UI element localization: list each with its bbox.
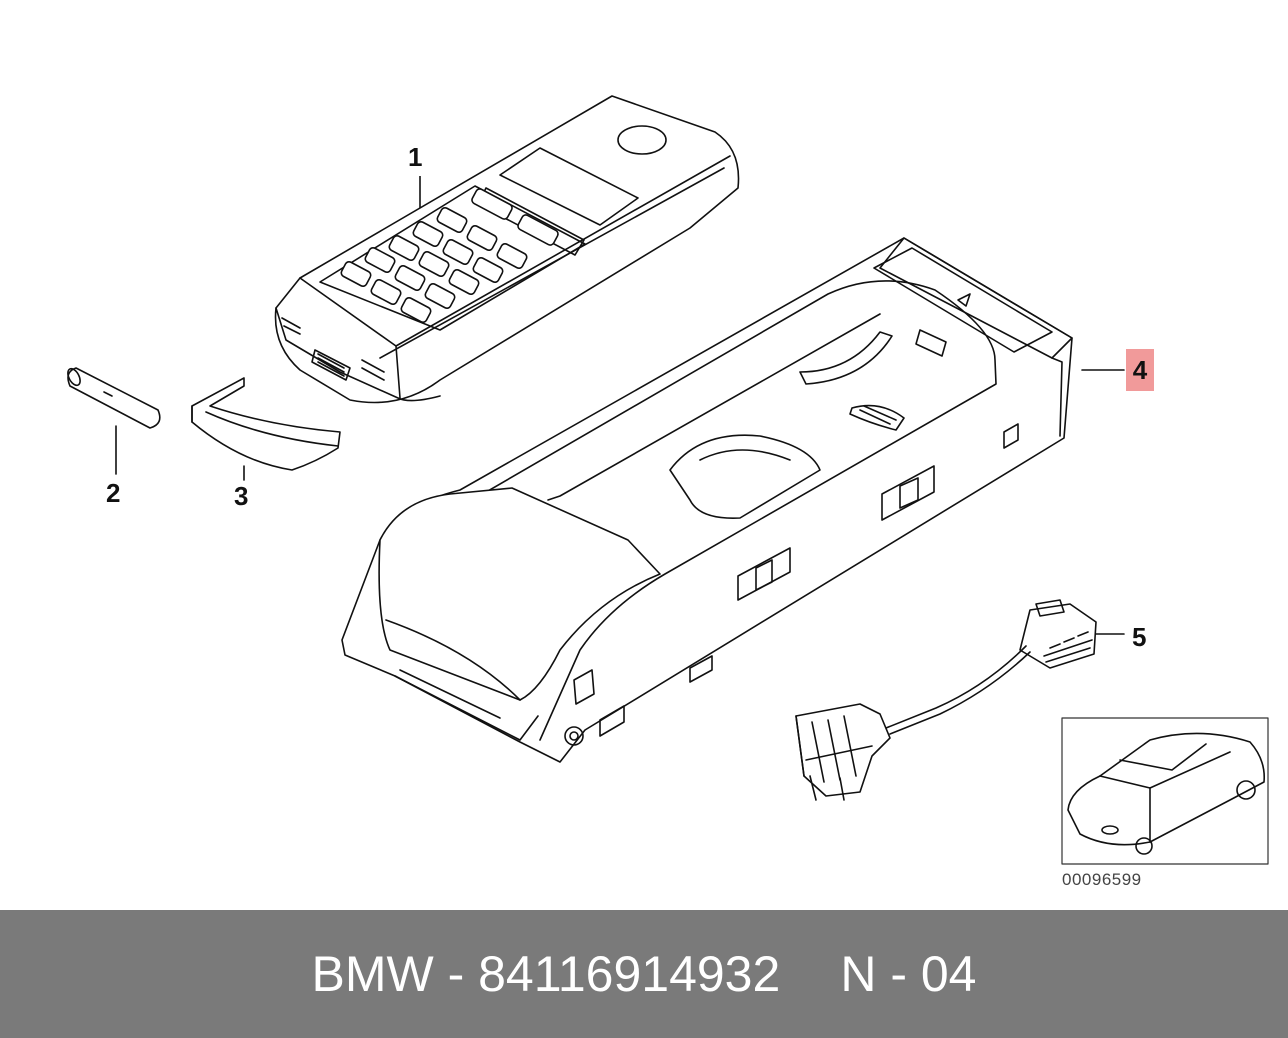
callout-2: 2 (106, 478, 121, 508)
pin-drawing (67, 367, 161, 475)
callout-4-highlighted: 4 (1126, 349, 1154, 391)
parts-diagram (67, 95, 1269, 865)
reference-code: 00096599 (1062, 870, 1142, 889)
cradle-drawing (341, 237, 1125, 763)
part-number: BMW - 84116914932 (311, 946, 781, 1002)
callout-3: 3 (234, 481, 249, 511)
handset-drawing (274, 95, 740, 404)
cover-drawing (191, 377, 341, 481)
footer-bar: BMW - 84116914932 N - 04 (0, 910, 1288, 1038)
cable-drawing (795, 599, 1125, 801)
callout-1: 1 (408, 142, 423, 172)
car-inset (1061, 717, 1269, 865)
footer-text: BMW - 84116914932 N - 04 (0, 910, 1288, 1038)
page-code: N - 04 (840, 946, 977, 1002)
callout-5: 5 (1132, 622, 1147, 652)
